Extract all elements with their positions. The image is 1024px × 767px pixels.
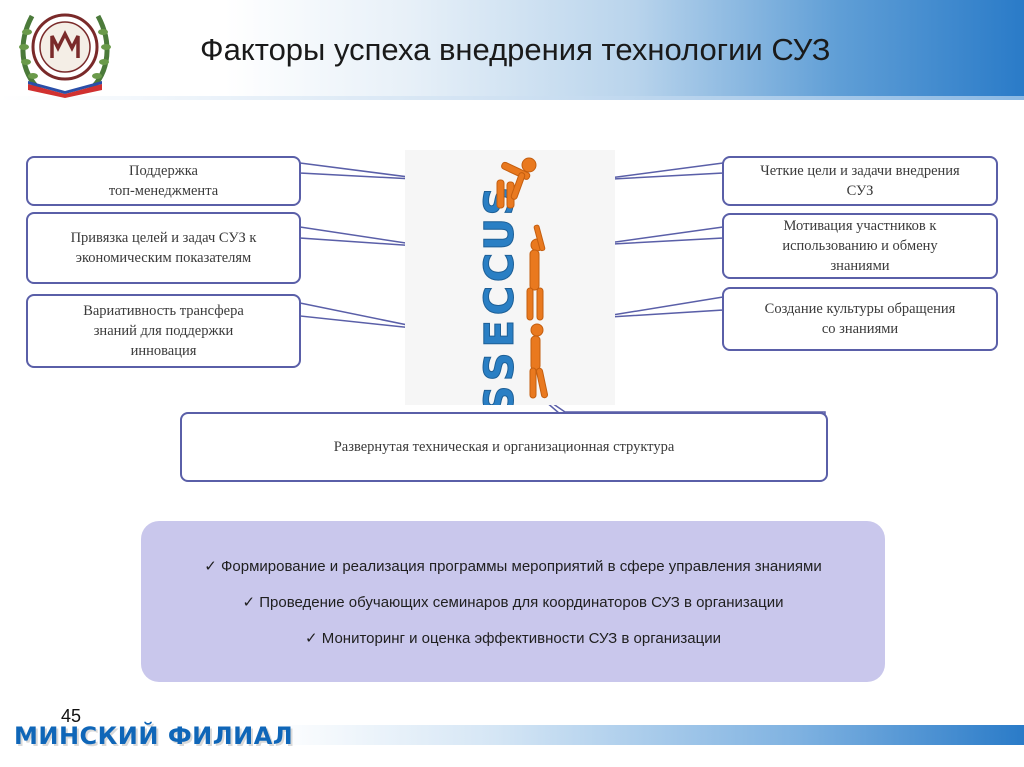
success-word: SSECCUS — [477, 186, 524, 415]
header-band-strip — [0, 96, 1024, 100]
factor-box-knowledge-culture: Создание культуры обращения со знаниями — [722, 287, 998, 351]
factor-box-knowledge-transfer: Вариативность трансфера знаний для подде… — [26, 294, 301, 368]
footer-band — [268, 725, 1024, 745]
factor-label: Мотивация участников к использованию и о… — [782, 218, 938, 274]
factor-label: Четкие цели и задачи внедрения СУЗ — [760, 163, 960, 199]
university-emblem-logo — [19, 13, 111, 98]
factor-box-infrastructure: Развернутая техническая и организационна… — [180, 412, 828, 482]
factor-label: Развернутая техническая и организационна… — [333, 439, 675, 455]
figurines-graphic — [496, 157, 548, 399]
factor-label: Вариативность трансфера знаний для подде… — [83, 303, 244, 359]
factor-label: Создание культуры обращения со знаниями — [764, 301, 956, 337]
success-letter: U — [477, 218, 523, 250]
success-illustration: SSECCUS — [405, 150, 615, 415]
success-figure-graphic: SSECCUS — [477, 157, 548, 415]
factor-label: Поддержка топ-менеджмента — [108, 163, 219, 199]
success-letter: S — [477, 386, 523, 405]
factor-box-economic-indicators: Привязка целей и задач СУЗ к экономическ… — [26, 212, 301, 284]
action-item: ✓ Мониторинг и оценка эффективности СУЗ … — [305, 629, 721, 647]
page-number: 45 — [61, 706, 82, 726]
factor-box-top-management: Поддержка топ-менеджмента — [26, 156, 301, 206]
header-band — [0, 0, 1024, 100]
factor-label: Привязка целей и задач СУЗ к экономическ… — [70, 230, 257, 266]
success-letter: C — [477, 253, 523, 282]
action-item: ✓ Проведение обучающих семинаров для коо… — [242, 593, 784, 611]
page-title: Факторы успеха внедрения технологии СУЗ — [200, 32, 831, 67]
factor-box-motivation: Мотивация участников к использованию и о… — [722, 213, 998, 279]
success-letter: S — [477, 352, 523, 381]
footer-branch-label: МИНСКИЙ ФИЛИАЛ — [14, 722, 294, 750]
success-letter: C — [477, 286, 523, 315]
success-letter: E — [477, 320, 523, 347]
factor-box-clear-goals: Четкие цели и задачи внедрения СУЗ — [722, 156, 998, 206]
action-items-panel: ✓ Формирование и реализация программы ме… — [141, 521, 885, 682]
action-item: ✓ Формирование и реализация программы ме… — [204, 557, 822, 575]
